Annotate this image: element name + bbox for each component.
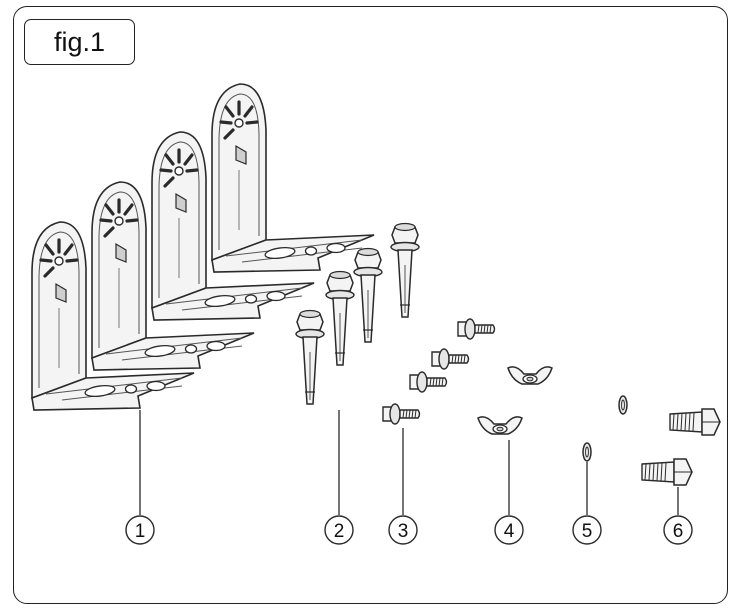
callout-number: 3 xyxy=(398,521,409,542)
callout-1: 1 xyxy=(125,515,155,545)
callout-6: 6 xyxy=(663,515,693,545)
callout-number: 4 xyxy=(504,521,515,542)
callout-number: 1 xyxy=(135,521,146,542)
callout-4: 4 xyxy=(494,515,524,545)
hex-bolt-icon xyxy=(641,408,721,486)
l-bracket-icon xyxy=(30,82,376,412)
figure-frame xyxy=(13,6,728,604)
callout-number: 5 xyxy=(582,521,593,542)
leader-lines xyxy=(139,410,679,515)
callout-5: 5 xyxy=(572,515,602,545)
washer-icon xyxy=(582,395,628,462)
callout-number: 2 xyxy=(334,521,345,542)
callout-3: 3 xyxy=(388,515,418,545)
flange-screw-icon xyxy=(382,318,496,425)
wing-nut-icon xyxy=(477,366,553,435)
callout-2: 2 xyxy=(324,515,354,545)
figure-label: fig.1 xyxy=(24,19,135,65)
callout-number: 6 xyxy=(673,521,684,542)
